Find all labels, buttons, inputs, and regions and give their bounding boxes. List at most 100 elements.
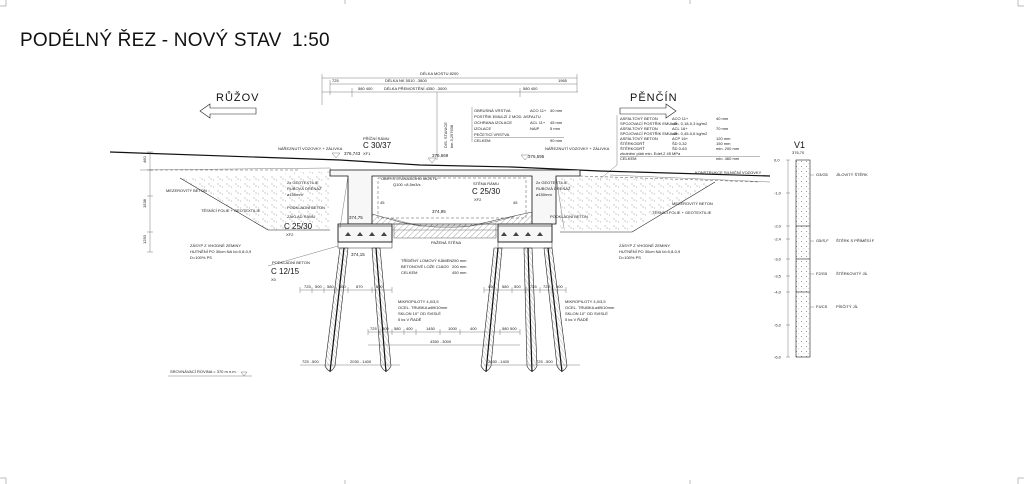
direction-left-arrow: RŮŽOV bbox=[199, 91, 259, 119]
road-layer-name: ASFALTOVÝ BETON bbox=[620, 116, 658, 121]
road-layer-name: CELKEM bbox=[620, 156, 636, 161]
prikl-ramp: PŘÍČNÍ RÁMU bbox=[363, 136, 390, 141]
deck-layer-name: PEČETICÍ VRSTVA bbox=[474, 132, 510, 137]
road-layer-mat: min. 0,45-0,6 kg/m2 bbox=[672, 131, 708, 136]
pile-cap bbox=[337, 225, 393, 243]
dim-left-725: 725 bbox=[332, 78, 339, 83]
mikro-left-1: MIKROPILOTY 4,0/3,5 bbox=[398, 299, 439, 304]
phi150-right: ø150mm bbox=[536, 192, 552, 197]
borehole-depth: -3,0 bbox=[774, 257, 782, 262]
bottom-dim-row2: 500 bbox=[510, 326, 517, 331]
stratum-code: F4/CS bbox=[816, 304, 828, 309]
dim-left-580: 580 400 bbox=[358, 86, 373, 91]
bottom-dim-row2: 400 bbox=[406, 326, 413, 331]
bottom-dim-row1: 725 bbox=[543, 284, 550, 289]
zasyp-left: ZÁSYP Z VHODNÉ ZEMINY bbox=[190, 243, 241, 248]
drawing-scale: 1:50 bbox=[292, 30, 330, 51]
side-dim: 1250 bbox=[142, 234, 147, 244]
narez-right: NÁŘEZNUTÍ VOZOVKY + ZÁLIVKA bbox=[545, 146, 610, 151]
anchor-icon bbox=[525, 232, 531, 236]
mikro-right-3: SKLON 10° OD SVISLÉ bbox=[565, 311, 608, 316]
old-bridge-outline bbox=[377, 177, 527, 219]
stratum-desc: PÍSČITÝ JÍL bbox=[836, 304, 859, 309]
anchor-icon bbox=[357, 232, 363, 236]
road-layer-name: ASFALTOVÝ BETON bbox=[620, 126, 658, 131]
stratum-desc: ŠTĚRKOVITÝ JÍL bbox=[836, 271, 869, 276]
bottom-dim-total: 4350 ..3000 bbox=[430, 339, 452, 344]
bottom-dim-row1: 580 bbox=[327, 284, 334, 289]
road-surface bbox=[109, 151, 771, 177]
concrete-c3037: C 30/37 bbox=[363, 141, 392, 150]
road-layer-val: 150 mm bbox=[716, 141, 731, 146]
anchor-icon bbox=[345, 232, 351, 236]
bottom-dim-row1: 500 bbox=[315, 284, 322, 289]
dim-45-right: 45 bbox=[513, 200, 518, 205]
mezerovity-left: MEZEROVITÝ BETON bbox=[166, 188, 207, 193]
deck-layer-name: OCHRANA IZOLACE bbox=[474, 120, 512, 125]
dim-crossing-length: DÉLKA PŘEMOSTĚNÍ 4350 ..3000 bbox=[384, 86, 447, 91]
bottom-dim-row1: 600 bbox=[376, 284, 383, 289]
class-xf2-right: XF2 bbox=[474, 197, 482, 202]
deck-layer-mat: ACL 11+ bbox=[530, 120, 546, 125]
borehole-depth: -2,4 bbox=[774, 237, 782, 242]
narez-left: NÁŘEZNUTÍ VOZOVKY + ZÁLIVKA bbox=[278, 146, 343, 151]
micropiles bbox=[324, 225, 568, 373]
road-layer-val: min. 460 mm bbox=[716, 156, 740, 161]
obrys: OBRYS STÁVAJÍCÍHO MOSTU bbox=[381, 176, 438, 181]
rubova-left: RUBOVÁ DRENÁŽ bbox=[287, 186, 322, 191]
geotext-right: 2x GEOTEXTILIE bbox=[536, 180, 568, 185]
dim-nk-length: DÉLKA NK 5510 ..3800 bbox=[385, 78, 428, 83]
dim-right-1965: 1965 bbox=[558, 78, 568, 83]
borehole-column bbox=[795, 159, 811, 358]
level-markers: 376,743 376,669 376,595 374,75 374,15 37… bbox=[331, 151, 545, 257]
road-layer-name: zhutnění pláň min. Edef,2 45 MPa bbox=[620, 151, 681, 156]
foundation-layers bbox=[337, 223, 553, 249]
top-dimensions: DÉLKA MOSTU 8200 DÉLKA NK 5510 ..3800 DÉ… bbox=[321, 71, 578, 160]
center-annotations: OBRYS STÁVAJÍCÍHO MOSTU Q100 =8,5m3/s ST… bbox=[381, 176, 615, 322]
anchor-icon bbox=[513, 232, 519, 236]
zasyp-right-2: HUTNĚNÍ PO 30cm NA Id=0,8-0,9 bbox=[619, 249, 681, 254]
podkl-beton: PODKLADNÍ BETON bbox=[272, 260, 310, 265]
road-layer-name: ŠTĚRKODRŤ bbox=[620, 146, 645, 151]
podkladni-left: PODKLADNÍ BETON bbox=[287, 205, 325, 210]
bottom-dim-row2: 580 bbox=[502, 326, 509, 331]
concrete-c2530-right: C 25/30 bbox=[472, 187, 501, 196]
road-layer-mat: min. 0,18-0,3 kg/m2 bbox=[672, 121, 708, 126]
rubova-right: RUBOVÁ DRENÁŽ bbox=[536, 186, 571, 191]
level-center-deck-value: 376,669 bbox=[432, 153, 449, 158]
trideny: TŘÍDĚNÝ LOMOVÝ KÁMEN bbox=[401, 258, 452, 263]
datum: SROVNÁVACÍ ROVINA = 370 m n.m. bbox=[168, 369, 252, 377]
tesnici-left: TĚSNÍCÍ FOLIE + GEOTEXTILIE bbox=[201, 208, 261, 213]
level-left-footing: 374,75 bbox=[349, 215, 363, 220]
bottom-dim-row2: 1450 bbox=[426, 326, 436, 331]
dim-right-580: 580 400 bbox=[523, 86, 538, 91]
mikro-left-3: SKLON 10° OD SVISLÉ bbox=[398, 311, 441, 316]
road-layer-val: min. 200 mm bbox=[716, 146, 740, 151]
right-footing bbox=[497, 223, 553, 243]
road-layer-name: ŠTĚRKODRŤ bbox=[620, 141, 645, 146]
deck-layer-mat: NAIP bbox=[530, 126, 540, 131]
level-left-base: 374,15 bbox=[351, 252, 365, 257]
konstrukce-vozovky: KONSTRUKCE SILNIČNÍ VOZOVKY bbox=[695, 170, 762, 175]
stratum-code: F2/G5 bbox=[816, 271, 828, 276]
bottom-dim-row1: 500 bbox=[514, 284, 521, 289]
deck-layer-val: 45 mm bbox=[550, 120, 563, 125]
drawing-title: PODÉLNÝ ŘEZ - NOVÝ STAV bbox=[20, 29, 282, 51]
mezerovity-right: MEZEROVITÝ BETON bbox=[672, 201, 713, 206]
bottom-dim-row1: 400 bbox=[339, 284, 346, 289]
borehole-depth: -3,5 bbox=[774, 274, 782, 279]
zasyp-right: ZÁSYP Z VHODNÉ ZEMINY bbox=[619, 243, 670, 248]
road-layer-mat: ŠD 0-63 bbox=[672, 146, 687, 151]
borehole-depth: -1,0 bbox=[774, 191, 782, 196]
road-layer-name: SPOJOVACÍ POSTŘIK EMULZÍ bbox=[620, 121, 678, 126]
deck-layer-name: POSTŘIK EMULZÍ Z MOD. ASFALTU bbox=[474, 114, 541, 119]
mikro-right-2: OCEL. TRUBKA ø89/10mm bbox=[565, 305, 615, 310]
dim-left-extra: 725 ..500 bbox=[302, 359, 319, 364]
dim-45-left: 45 bbox=[380, 200, 385, 205]
micropile-core bbox=[375, 247, 387, 373]
